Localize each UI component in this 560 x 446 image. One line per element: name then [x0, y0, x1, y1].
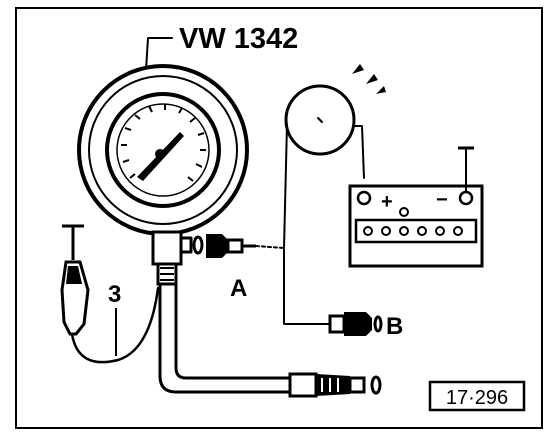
wire-lamp-junction — [283, 123, 331, 325]
hose-adapter — [288, 372, 382, 398]
battery-minus-sign: − — [436, 189, 448, 211]
test-lead-3 — [60, 224, 160, 364]
callout-b: B — [386, 313, 403, 340]
sender-b — [328, 312, 383, 336]
pressure-hose — [158, 284, 294, 394]
callout-a: A — [230, 275, 247, 302]
warning-lamp — [284, 64, 386, 156]
sender-a — [192, 234, 256, 258]
pressure-gauge — [77, 64, 249, 286]
tool-label-leader — [145, 37, 173, 71]
figure-code-box — [428, 380, 526, 412]
figure-frame — [15, 7, 543, 429]
battery — [348, 184, 484, 268]
pressure-hose-inner — [174, 284, 294, 380]
gauge-scale — [121, 104, 206, 182]
battery-terminal-positive — [356, 190, 372, 206]
figure-code: 17·296 — [446, 387, 508, 409]
tool-label: VW 1342 — [179, 23, 298, 55]
battery-terminal-negative — [458, 190, 474, 206]
wire-lamp-battery — [353, 125, 365, 179]
callout-3: 3 — [108, 281, 121, 308]
battery-plus-sign: + — [381, 191, 393, 213]
wire-a — [255, 245, 285, 249]
